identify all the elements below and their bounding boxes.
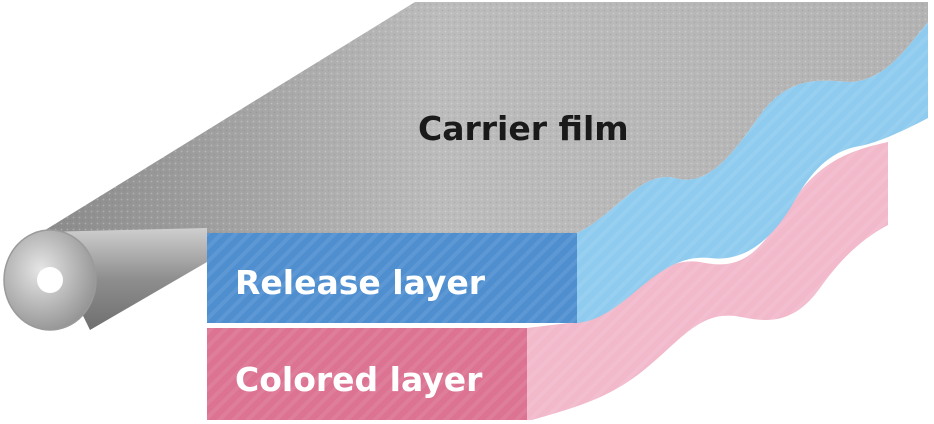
carrier-film-label: Carrier film: [418, 109, 629, 148]
roll-core: [37, 267, 63, 293]
release-layer-front-texture: [207, 233, 577, 323]
colored-layer-side-texture: [527, 142, 888, 420]
carrier-film-texture: [42, 2, 928, 292]
release-layer-side-texture: [577, 22, 928, 323]
colored-layer-label: Colored layer: [235, 360, 483, 399]
release-layer-label: Release layer: [235, 263, 486, 302]
colored-layer-front-texture: [207, 328, 527, 420]
